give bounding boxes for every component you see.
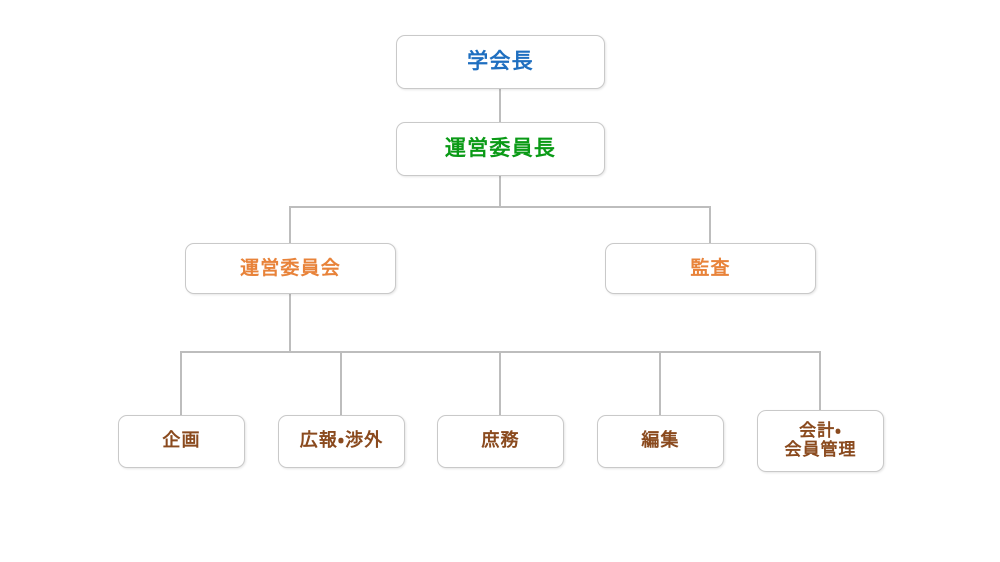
- node-pr-external[interactable]: 広報・渉外: [278, 415, 405, 468]
- node-accounting-membership[interactable]: 会計・ 会員管理: [757, 410, 884, 472]
- node-label-audit: 監査: [690, 256, 731, 279]
- node-label-general-affairs: 庶務: [481, 430, 520, 452]
- node-label-planning: 企画: [162, 430, 201, 452]
- node-label-accounting-membership: 会計・ 会員管理: [784, 420, 857, 460]
- node-label-chair: 運営委員長: [444, 136, 557, 161]
- node-chair[interactable]: 運営委員長: [396, 122, 605, 176]
- node-steering-committee[interactable]: 運営委員会: [185, 243, 396, 294]
- node-label-president: 学会長: [467, 49, 534, 74]
- node-label-steering-committee: 運営委員会: [240, 256, 341, 279]
- node-label-pr-external: 広報・渉外: [299, 430, 384, 452]
- node-general-affairs[interactable]: 庶務: [437, 415, 564, 468]
- node-editorial[interactable]: 編集: [597, 415, 724, 468]
- node-president[interactable]: 学会長: [396, 35, 605, 89]
- node-planning[interactable]: 企画: [118, 415, 245, 468]
- node-label-editorial: 編集: [641, 430, 680, 452]
- node-audit[interactable]: 監査: [605, 243, 816, 294]
